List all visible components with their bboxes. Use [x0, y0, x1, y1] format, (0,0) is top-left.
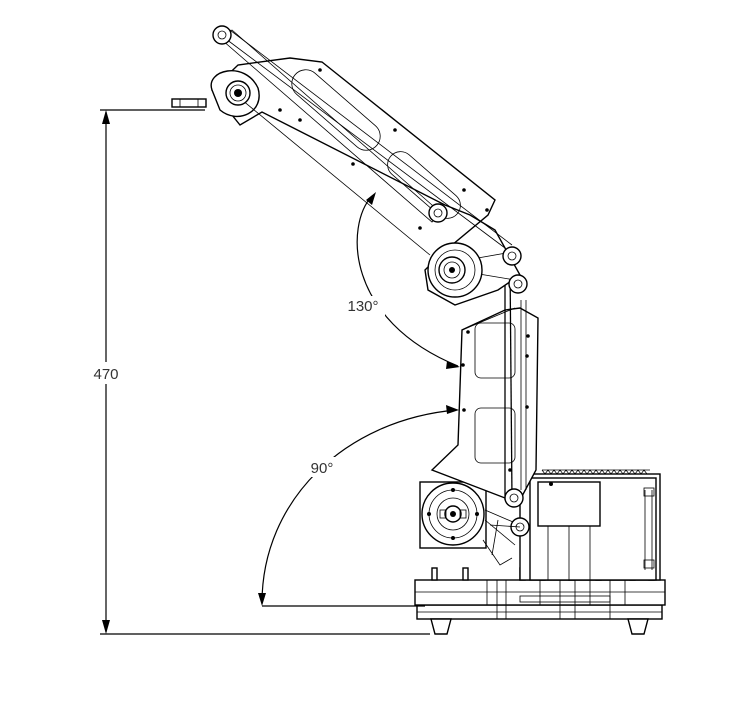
upper-angle-label: 130°: [347, 298, 378, 315]
height-dimension: 470: [88, 109, 430, 635]
lower-angle-label: 90°: [311, 460, 334, 477]
base-motor: [419, 481, 521, 566]
lower-angle-dimension: 90°: [258, 405, 459, 607]
robot-base: [414, 567, 666, 635]
lower-arm: [430, 261, 539, 537]
control-box: [519, 469, 661, 581]
upper-angle-dimension: 130°: [341, 192, 460, 369]
elbow-joint: [427, 203, 528, 298]
end-effector: [171, 25, 251, 108]
height-label: 470: [93, 366, 118, 383]
